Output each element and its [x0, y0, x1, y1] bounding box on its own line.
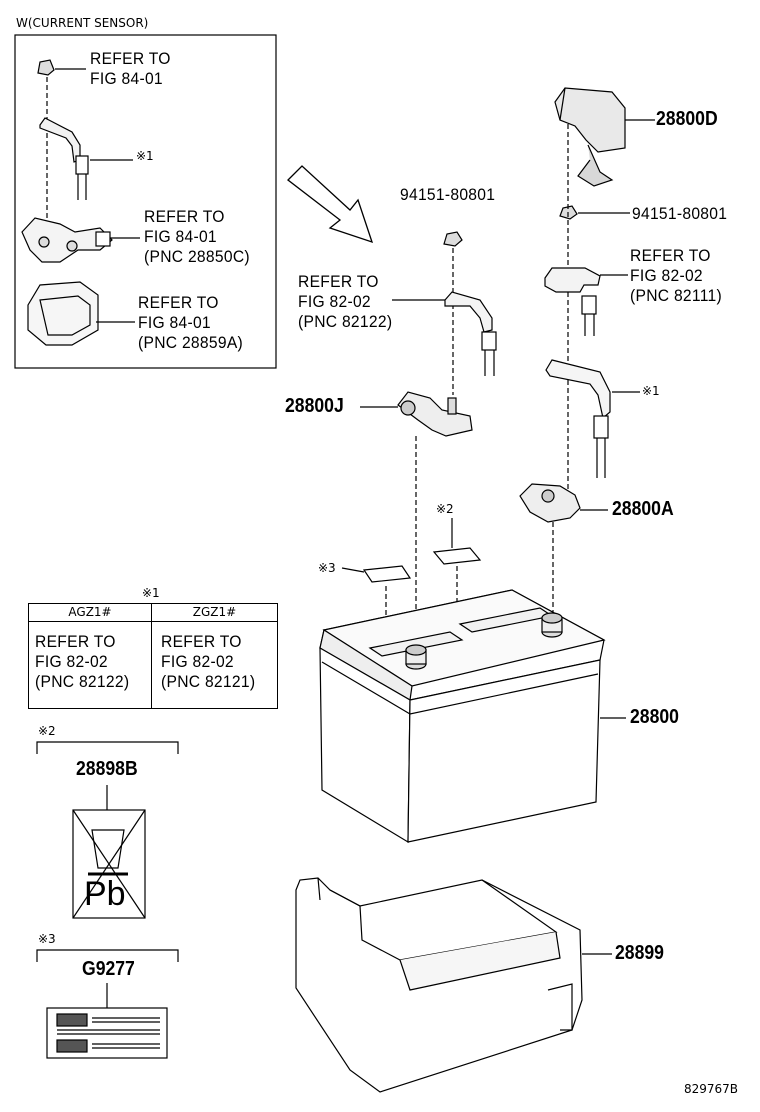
inset-sensor-ref-1: REFER TO	[144, 207, 225, 226]
cable-left-ref-1: REFER TO	[298, 272, 379, 291]
part-battery-label: 28800	[630, 706, 679, 728]
table-col2-line1: REFER TO	[161, 632, 242, 651]
positive-cable-bracket	[545, 359, 640, 478]
part-bracket-mark: ※1	[642, 384, 660, 398]
cable-right-ref-3: (PNC 82111)	[630, 286, 722, 305]
sticker-28898b	[432, 547, 482, 565]
positive-cable-terminal	[544, 267, 628, 336]
label2-pb-symbol: Pb	[84, 875, 126, 913]
label3-box	[36, 949, 179, 1059]
inset-bracket	[39, 117, 133, 200]
inset-sensor-ref-3: (PNC 28850C)	[144, 247, 250, 266]
inset-bracket-ref-3: (PNC 28859A)	[138, 333, 244, 352]
label3-part-number: G9277	[82, 958, 135, 980]
table-col1-line3: (PNC 82122)	[35, 672, 130, 691]
label2-part-number: 28898B	[76, 758, 138, 780]
terminal-cover	[554, 87, 655, 187]
inset-bracket-ref-1: REFER TO	[138, 293, 219, 312]
table-divider	[151, 621, 152, 708]
inset-title: W(CURRENT SENSOR)	[16, 16, 149, 30]
cable-right-ref-1: REFER TO	[630, 246, 711, 265]
left-nut	[443, 231, 463, 247]
inset-nut-ref-1: REFER TO	[90, 49, 171, 68]
right-nut	[559, 205, 630, 220]
positive-clamp	[519, 483, 608, 523]
inset-sensor-holder	[27, 281, 135, 346]
inset-nut-ref-2: FIG 84-01	[90, 69, 163, 88]
table-col2-header: ZGZ1#	[152, 604, 277, 622]
inset-nut	[37, 59, 86, 230]
label2-box	[36, 741, 179, 919]
sticker-g9277	[362, 565, 412, 583]
direction-arrow	[287, 165, 374, 244]
negative-clamp	[360, 391, 473, 437]
inset-frame	[14, 34, 277, 369]
battery	[319, 589, 626, 844]
part-tray-label: 28899	[615, 942, 664, 964]
part-nut-right-label: 94151-80801	[632, 204, 728, 223]
inset-note1-mark: ※1	[136, 149, 154, 163]
cable-right-ref-2: FIG 82-02	[630, 266, 703, 285]
negative-cable-terminal	[392, 291, 497, 376]
inset-sensor-ref-2: FIG 84-01	[144, 227, 217, 246]
inset-current-sensor	[21, 217, 140, 263]
table-mark: ※1	[142, 586, 160, 600]
part-mark3: ※3	[318, 561, 336, 575]
cable-left-ref-2: FIG 82-02	[298, 292, 371, 311]
table-col2-line2: FIG 82-02	[161, 652, 234, 671]
table-col1-header: AGZ1#	[29, 604, 152, 622]
table-col1-line1: REFER TO	[35, 632, 116, 651]
table-col2-line3: (PNC 82121)	[161, 672, 256, 691]
drawing-number: 829767B	[684, 1082, 739, 1096]
part-nut-left-label: 94151-80801	[400, 185, 496, 204]
cable-left-ref-3: (PNC 82122)	[298, 312, 393, 331]
application-table: AGZ1# ZGZ1# REFER TO FIG 82-02 (PNC 8212…	[28, 603, 278, 709]
label2-mark: ※2	[38, 724, 56, 738]
table-col1-line2: FIG 82-02	[35, 652, 108, 671]
part-clamp-negative-label: 28800J	[285, 395, 344, 417]
inset-bracket-ref-2: FIG 84-01	[138, 313, 211, 332]
part-mark2: ※2	[436, 502, 454, 516]
battery-tray	[295, 877, 612, 1093]
label3-mark: ※3	[38, 932, 56, 946]
part-clamp-positive-label: 28800A	[612, 498, 674, 520]
part-cover-label: 28800D	[656, 108, 718, 130]
